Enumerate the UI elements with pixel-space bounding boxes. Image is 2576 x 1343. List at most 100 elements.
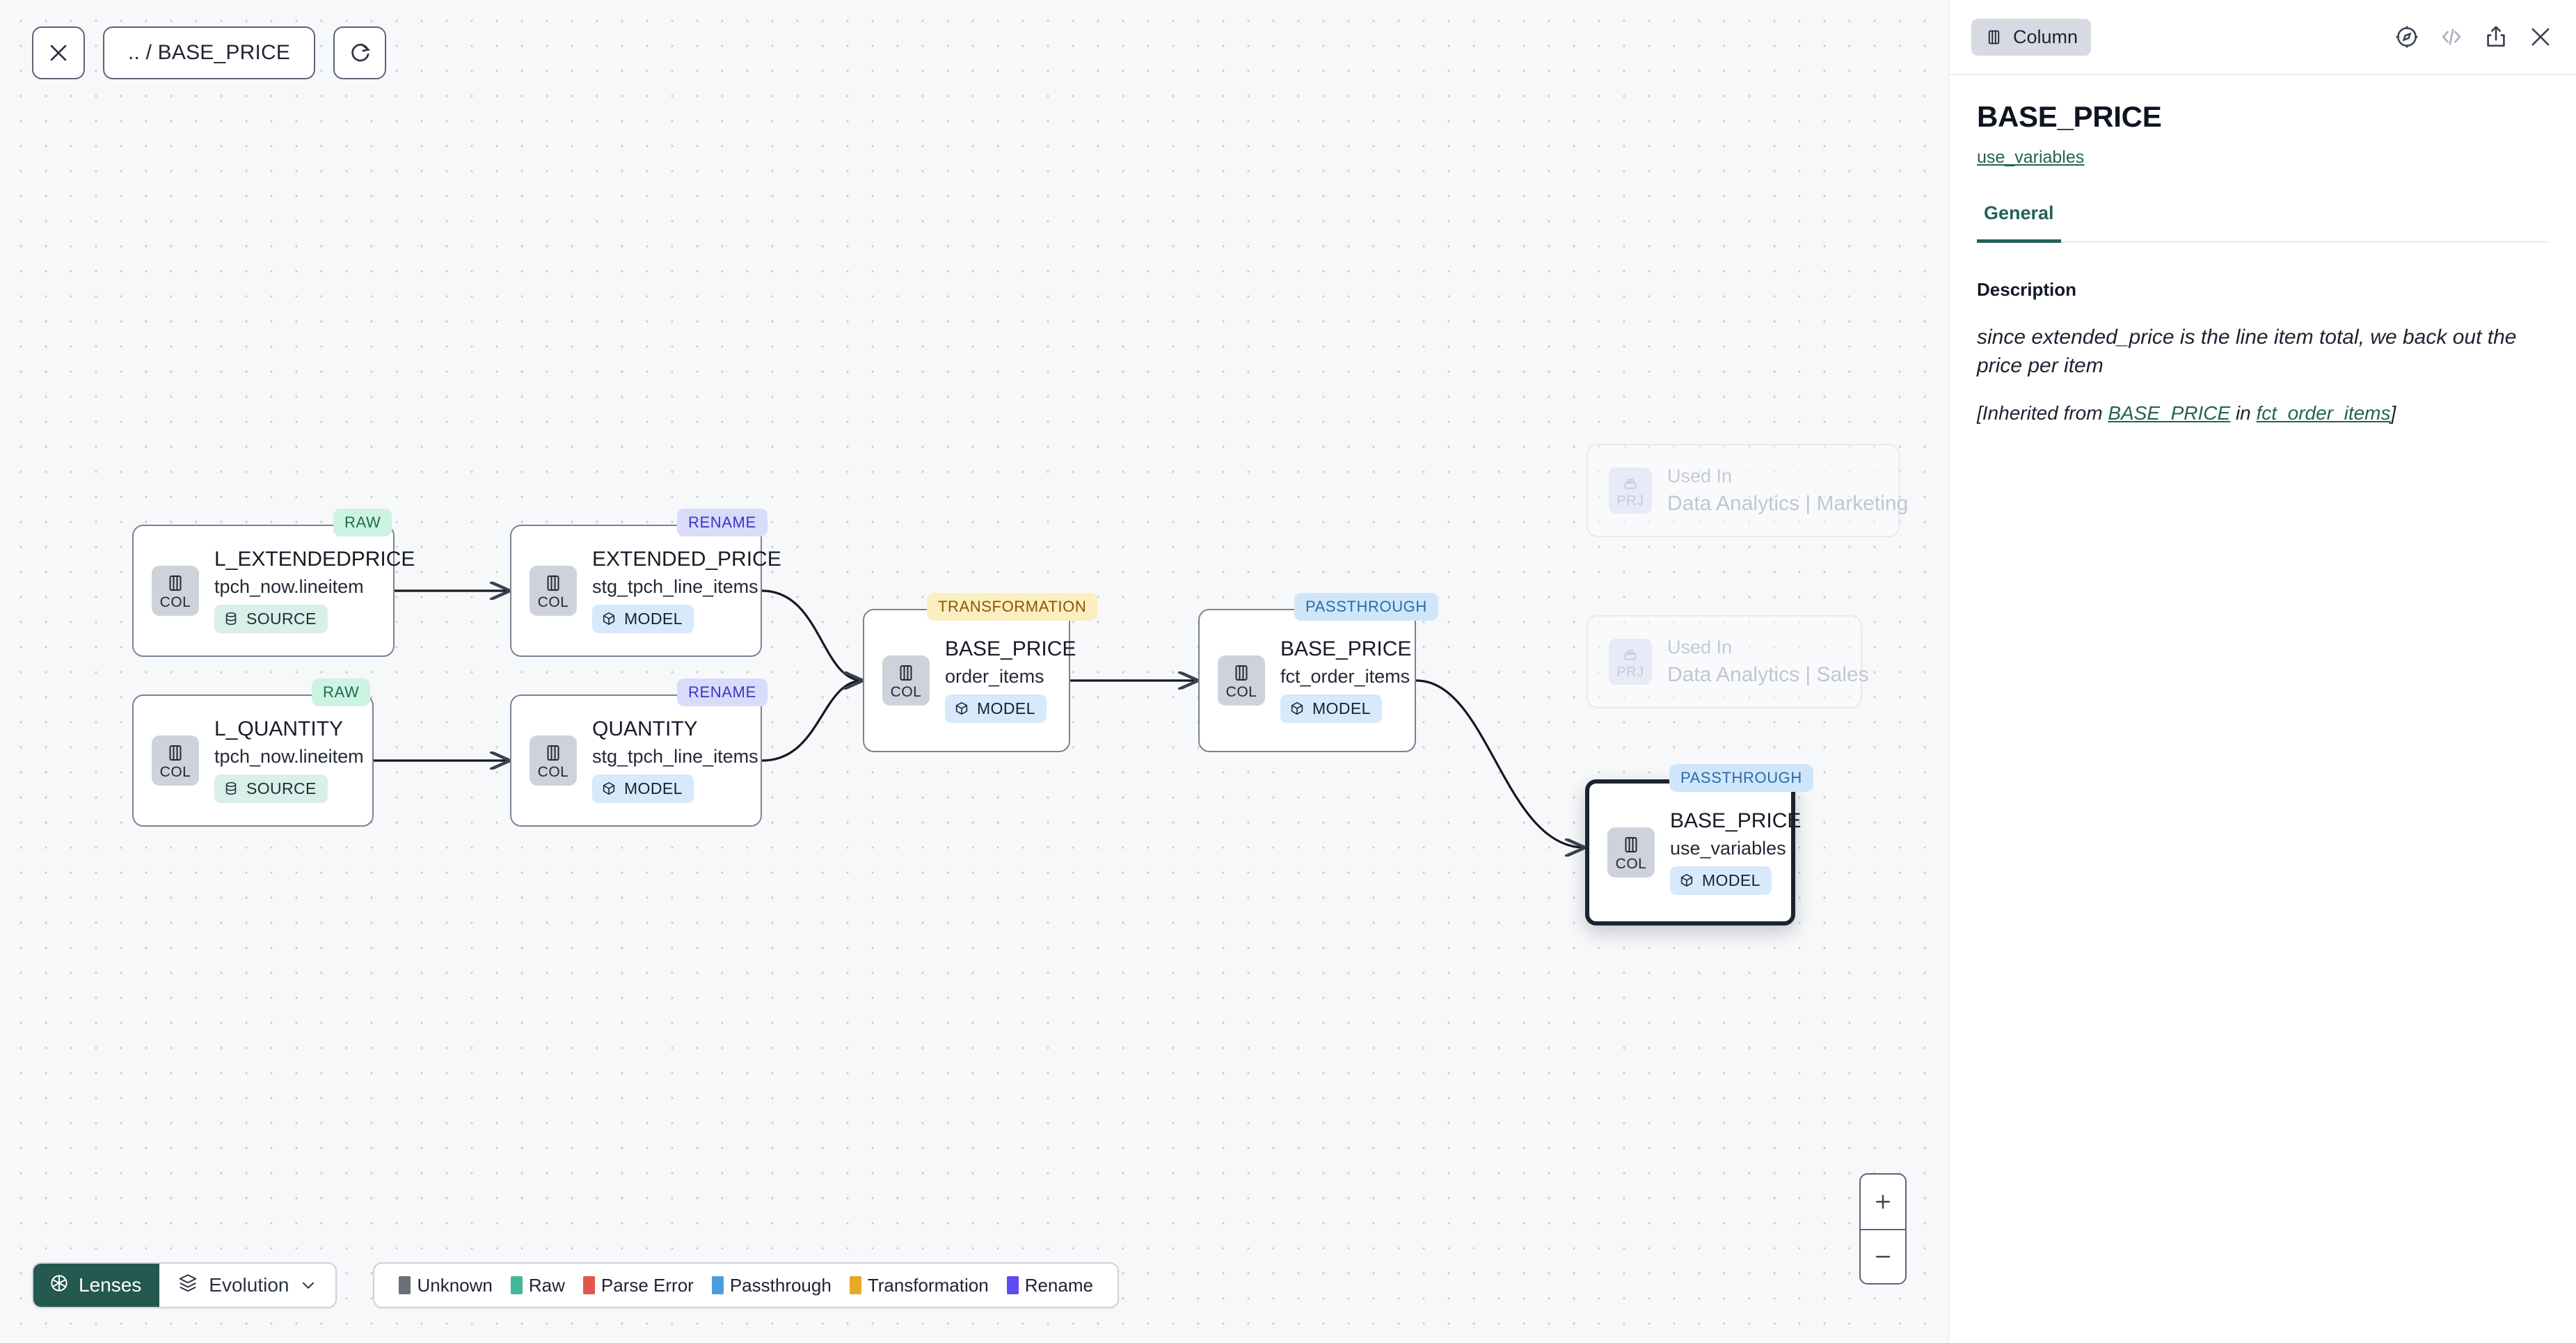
canvas-toolbar: .. / BASE_PRICE	[32, 26, 387, 79]
legend-item-transformation[interactable]: Transformation	[841, 1275, 998, 1296]
breadcrumb[interactable]: .. / BASE_PRICE	[103, 26, 316, 79]
node-subtitle: tpch_now.lineitem	[214, 745, 364, 767]
legend-item-parse-error[interactable]: Parse Error	[574, 1275, 703, 1296]
panel-header: Column	[1949, 0, 2576, 75]
ghost-label: Used In	[1667, 466, 1733, 486]
zoom-control	[1859, 1173, 1907, 1285]
zoom-out-button[interactable]	[1861, 1229, 1905, 1283]
graph-node-l-extendedprice[interactable]: COL L_EXTENDEDPRICE tpch_now.lineitem SO…	[132, 525, 415, 657]
col-badge: COL	[152, 566, 199, 616]
inherited-suffix: ]	[2390, 402, 2396, 424]
ghost-name: Data Analytics | Marketing	[1667, 492, 1909, 515]
layers-icon	[177, 1273, 198, 1298]
chip-label: MODEL	[1702, 871, 1760, 889]
col-badge-label: COL	[1615, 855, 1647, 872]
node-title: QUANTITY	[592, 717, 698, 741]
legend-label: Unknown	[417, 1274, 493, 1296]
node-title: BASE_PRICE	[1280, 637, 1412, 661]
legend-swatch	[510, 1276, 523, 1294]
node-tag-passthrough-fct: PASSTHROUGH	[1294, 593, 1438, 621]
col-badge-label: COL	[1225, 683, 1257, 700]
col-badge: COL	[530, 736, 577, 786]
legend-item-passthrough[interactable]: Passthrough	[703, 1275, 841, 1296]
chip-label: SOURCE	[246, 609, 317, 628]
prj-badge: PRJ	[1609, 639, 1652, 685]
node-title: L_EXTENDEDPRICE	[214, 548, 415, 571]
node-subtitle: tpch_now.lineitem	[214, 575, 364, 597]
legend-label: Transformation	[867, 1274, 989, 1296]
chip-label: MODEL	[624, 779, 683, 797]
graph-node-base-price-fct-order-items[interactable]: COL BASE_PRICE fct_order_items MODEL	[1198, 609, 1416, 752]
description-inherited: [Inherited from BASE_PRICE in fct_order_…	[1977, 400, 2548, 427]
col-badge-label: COL	[890, 683, 922, 700]
chevron-down-icon	[299, 1276, 317, 1294]
legend-swatch	[582, 1276, 595, 1294]
node-chip-model: MODEL	[1670, 866, 1772, 895]
node-subtitle: stg_tpch_line_items	[592, 745, 758, 767]
legend-label: Passthrough	[729, 1274, 832, 1296]
node-chip-source: SOURCE	[214, 604, 328, 633]
description-text: since extended_price is the line item to…	[1977, 326, 2517, 378]
node-title: EXTENDED_PRICE	[592, 548, 781, 571]
inherited-mid: in	[2230, 402, 2257, 424]
graph-node-base-price-use-variables[interactable]: COL BASE_PRICE use_variables MODEL	[1585, 779, 1801, 925]
node-tag-raw-quantity: RAW	[312, 678, 371, 706]
legend-item-raw[interactable]: Raw	[502, 1275, 574, 1296]
lineage-canvas[interactable]: .. / BASE_PRICE RAW COL	[0, 0, 1948, 1343]
explore-icon[interactable]	[2394, 24, 2420, 50]
graph-node-l-quantity[interactable]: COL L_QUANTITY tpch_now.lineitem SOURCE	[132, 694, 374, 827]
chip-label: MODEL	[1312, 699, 1371, 717]
legend-label: Rename	[1024, 1274, 1093, 1296]
node-title: L_QUANTITY	[214, 717, 344, 741]
col-badge-label: COL	[159, 594, 191, 610]
col-badge: COL	[530, 566, 577, 616]
zoom-in-button[interactable]	[1861, 1175, 1905, 1229]
chip-label: SOURCE	[246, 779, 317, 797]
node-tag-rename-quantity: RENAME	[677, 678, 768, 706]
ghost-node-used-in-sales[interactable]: PRJ Used In Data Analytics | Sales	[1587, 615, 1869, 708]
node-tag-transformation: TRANSFORMATION	[927, 593, 1098, 621]
lineage-legend: Unknown Raw Parse Error Passthrough Tran…	[373, 1262, 1119, 1308]
inherited-column-link[interactable]: BASE_PRICE	[2108, 402, 2231, 424]
legend-swatch	[711, 1276, 724, 1294]
close-icon[interactable]	[2527, 24, 2554, 50]
legend-item-unknown[interactable]: Unknown	[390, 1275, 501, 1296]
inherited-model-link[interactable]: fct_order_items	[2256, 402, 2391, 424]
graph-node-quantity[interactable]: COL QUANTITY stg_tpch_line_items MODEL	[510, 694, 762, 827]
refresh-icon[interactable]	[333, 26, 387, 79]
lenses-button[interactable]: Lenses	[33, 1264, 160, 1307]
parent-model-link[interactable]: use_variables	[1977, 148, 2085, 167]
close-icon[interactable]	[32, 26, 85, 79]
ghost-node-used-in-marketing[interactable]: PRJ Used In Data Analytics | Marketing	[1587, 444, 1908, 537]
node-title: BASE_PRICE	[945, 637, 1076, 661]
tab-general[interactable]: General	[1977, 202, 2061, 243]
share-icon[interactable]	[2483, 24, 2509, 50]
legend-item-rename[interactable]: Rename	[998, 1275, 1102, 1296]
panel-body: BASE_PRICE use_variables General Descrip…	[1949, 75, 2576, 427]
graph-node-extended-price[interactable]: COL EXTENDED_PRICE stg_tpch_line_items M…	[510, 525, 781, 657]
legend-swatch	[849, 1276, 861, 1294]
node-subtitle: fct_order_items	[1280, 665, 1410, 687]
node-tag-passthrough-use-variables: PASSTHROUGH	[1669, 764, 1813, 792]
inherited-prefix: [Inherited from	[1977, 402, 2108, 424]
node-chip-model: MODEL	[592, 774, 694, 803]
col-badge-label: COL	[537, 594, 569, 610]
panel-tabs: General	[1977, 202, 2548, 243]
col-badge: COL	[1218, 655, 1265, 706]
node-tag-raw-extendedprice: RAW	[333, 509, 392, 537]
node-subtitle: use_variables	[1670, 837, 1786, 859]
graph-node-base-price-order-items[interactable]: COL BASE_PRICE order_items MODEL	[863, 609, 1076, 752]
breadcrumb-label: .. / BASE_PRICE	[128, 41, 291, 64]
legend-label: Parse Error	[601, 1274, 694, 1296]
lenses-label: Lenses	[79, 1274, 142, 1296]
col-badge: COL	[152, 736, 199, 786]
col-badge-label: COL	[159, 763, 191, 780]
code-icon[interactable]	[2438, 24, 2465, 50]
entity-type-pill[interactable]: Column	[1971, 18, 2092, 56]
prj-badge-label: PRJ	[1616, 664, 1644, 680]
lens-group: Lenses Evolution	[32, 1262, 337, 1308]
entity-type-label: Column	[2013, 26, 2078, 47]
legend-swatch	[399, 1276, 411, 1294]
evolution-dropdown[interactable]: Evolution	[159, 1264, 336, 1307]
